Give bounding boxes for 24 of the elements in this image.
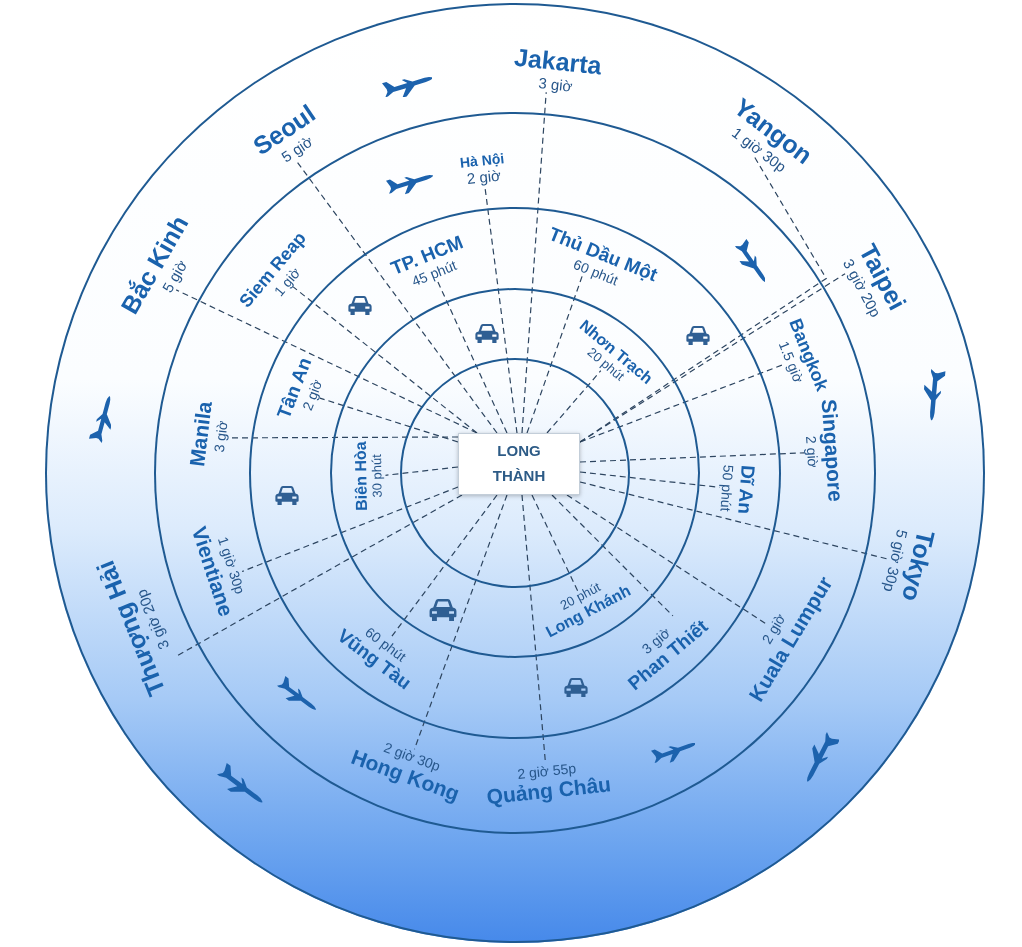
dashed-connector <box>521 91 547 434</box>
city-name: Singapore <box>817 398 848 503</box>
dashed-connector <box>546 370 602 434</box>
travel-time: 3 giờ <box>538 74 574 95</box>
dashed-connector <box>292 286 478 434</box>
dashed-connector <box>389 494 498 639</box>
dashed-connector <box>566 494 768 625</box>
travel-time: 30 phút <box>370 453 387 498</box>
city-name: Biên Hòa <box>351 440 371 511</box>
dashed-connector <box>579 364 784 443</box>
dashed-connector <box>579 452 805 463</box>
dashed-connector <box>579 273 846 443</box>
dashed-connector <box>175 289 478 434</box>
dashed-connector <box>579 481 888 560</box>
dashed-connector <box>531 494 579 592</box>
dashed-connector <box>176 494 463 657</box>
dashed-connector <box>526 274 584 434</box>
location-box <box>458 433 580 495</box>
location-name: LONG THÀNH <box>491 441 547 486</box>
dashed-connector <box>241 486 459 573</box>
dashed-connector <box>436 280 508 434</box>
travel-time: 3 giờ <box>211 420 232 454</box>
dashed-connector <box>551 494 674 617</box>
dashed-connector <box>319 397 459 443</box>
